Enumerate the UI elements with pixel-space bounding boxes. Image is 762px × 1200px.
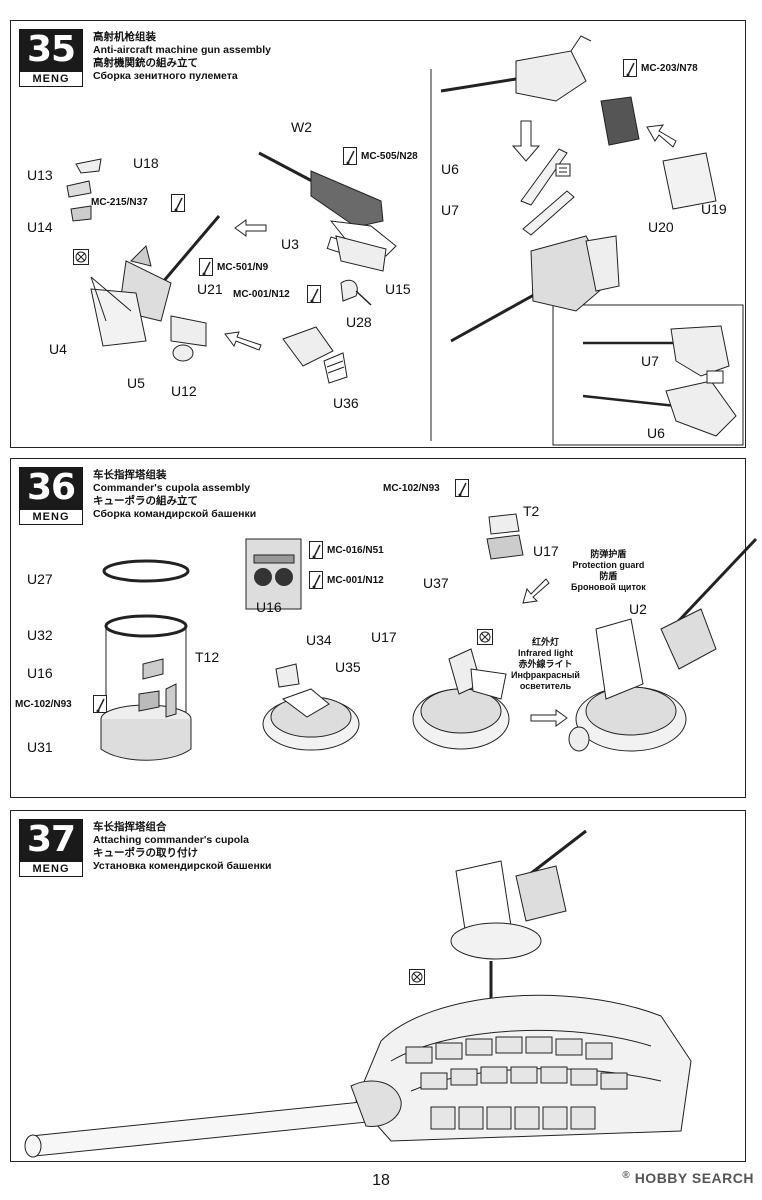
part-label-u12: U12	[171, 383, 197, 399]
paint-brush-icon	[309, 571, 323, 589]
title-en: Commander's cupola assembly	[93, 482, 251, 494]
step-37-artwork	[24, 829, 692, 1158]
part-label-u5: U5	[127, 375, 145, 391]
part-label-u18: U18	[133, 155, 159, 171]
watermark-mark: ®	[622, 1170, 631, 1181]
part-label-u21: U21	[197, 281, 223, 297]
step-number: 35	[26, 29, 76, 70]
part-label-u13: U13	[27, 167, 53, 183]
brand-logo: MENG	[19, 509, 83, 525]
step-37-badge: 37 MENG	[19, 819, 83, 877]
part-label-u36: U36	[333, 395, 359, 411]
title-zh: 车长指挥塔组合	[93, 821, 167, 833]
paint-brush-icon	[171, 194, 185, 212]
step-37-panel: 37 MENG 车长指挥塔组合 Attaching commander's cu…	[10, 810, 746, 1162]
part-label-u6: U6	[441, 161, 459, 177]
paint-code: MC-501/N9	[217, 262, 269, 273]
paint-brush-icon	[307, 285, 321, 303]
part-label-u17: U17	[533, 543, 559, 559]
paint-brush-icon	[93, 695, 107, 713]
part-label-u19: U19	[701, 201, 727, 217]
part-label-u2: U2	[629, 601, 647, 617]
part-label-u4: U4	[49, 341, 67, 357]
step-35-titles: 高射机枪组装 Anti-aircraft machine gun assembl…	[93, 31, 271, 83]
no-cement-icon	[409, 969, 425, 985]
infrared-light-note: 红外灯 Infrared light 赤外線ライト Инфракрасный о…	[511, 637, 580, 691]
paint-code: MC-001/N12	[327, 575, 384, 586]
title-zh: 车长指挥塔组装	[93, 469, 167, 481]
title-ja: 高射機関銃の組み立て	[93, 57, 198, 69]
part-label-u34: U34	[306, 632, 332, 648]
no-cement-icon	[477, 629, 493, 645]
part-label-t2: T2	[523, 503, 540, 519]
part-label-t12: T12	[195, 649, 220, 665]
title-ru: Установка комендирской башенки	[93, 860, 272, 872]
protection-guard-note: 防弹护盾 Protection guard 防盾 Броновой щиток	[571, 549, 646, 592]
title-ru: Сборка командирской башенки	[93, 508, 257, 520]
brand-logo: MENG	[19, 861, 83, 877]
part-label-u28: U28	[346, 314, 372, 330]
part-label-u16-cyl: U16	[27, 665, 53, 681]
step-35-badge: 35 MENG	[19, 29, 83, 87]
paint-code: MC-505/N28	[361, 151, 418, 162]
part-label-inset-u7: U7	[641, 353, 659, 369]
no-cement-icon	[73, 249, 89, 265]
step-36-titles: 车长指挥塔组装 Commander's cupola assembly キューポ…	[93, 469, 256, 521]
paint-brush-icon	[455, 479, 469, 497]
watermark-text: HOBBY SEARCH	[634, 1170, 754, 1186]
paint-brush-icon	[309, 541, 323, 559]
paint-code: MC-102/N93	[383, 483, 440, 494]
part-label-u3: U3	[281, 236, 299, 252]
step-36-artwork	[100, 513, 758, 761]
part-label-u14: U14	[27, 219, 53, 235]
step-35-artwork	[66, 35, 744, 446]
part-label-u7: U7	[441, 202, 459, 218]
paint-code: MC-102/N93	[15, 699, 72, 710]
part-label-w2: W2	[291, 119, 312, 135]
paint-brush-icon	[623, 59, 637, 77]
step-35-panel: 35 MENG 高射机枪组装 Anti-aircraft machine gun…	[10, 20, 746, 448]
paint-brush-icon	[343, 147, 357, 165]
title-ja: キューポラの組み立て	[93, 495, 198, 507]
title-ja: キューポラの取り付け	[93, 847, 198, 859]
part-label-u37: U37	[423, 575, 449, 591]
part-label-u20: U20	[648, 219, 674, 235]
part-label-u17b: U17	[371, 629, 397, 645]
part-label-u27: U27	[27, 571, 53, 587]
watermark: ® HOBBY SEARCH	[622, 1170, 754, 1186]
part-label-u31: U31	[27, 739, 53, 755]
title-ru: Сборка зенитного пулемета	[93, 70, 238, 82]
step-37-titles: 车长指挥塔组合 Attaching commander's cupola キュー…	[93, 821, 272, 873]
paint-brush-icon	[199, 258, 213, 276]
part-label-u35: U35	[335, 659, 361, 675]
paint-code: MC-016/N51	[327, 545, 384, 556]
title-zh: 高射机枪组装	[93, 31, 156, 43]
title-en: Attaching commander's cupola	[93, 834, 249, 846]
part-label-inset-u6: U6	[647, 425, 665, 441]
part-label-u16: U16	[256, 599, 282, 615]
part-label-u15: U15	[385, 281, 411, 297]
step-number: 36	[26, 467, 76, 508]
step-36-badge: 36 MENG	[19, 467, 83, 525]
title-en: Anti-aircraft machine gun assembly	[93, 44, 271, 56]
step-number: 37	[26, 819, 76, 860]
paint-code: MC-001/N12	[233, 289, 290, 300]
brand-logo: MENG	[19, 71, 83, 87]
paint-code: MC-215/N37	[91, 197, 148, 208]
part-label-u32: U32	[27, 627, 53, 643]
page-number: 18	[372, 1172, 390, 1189]
paint-code: MC-203/N78	[641, 63, 698, 74]
step-36-panel: 36 MENG 车长指挥塔组装 Commander's cupola assem…	[10, 458, 758, 798]
